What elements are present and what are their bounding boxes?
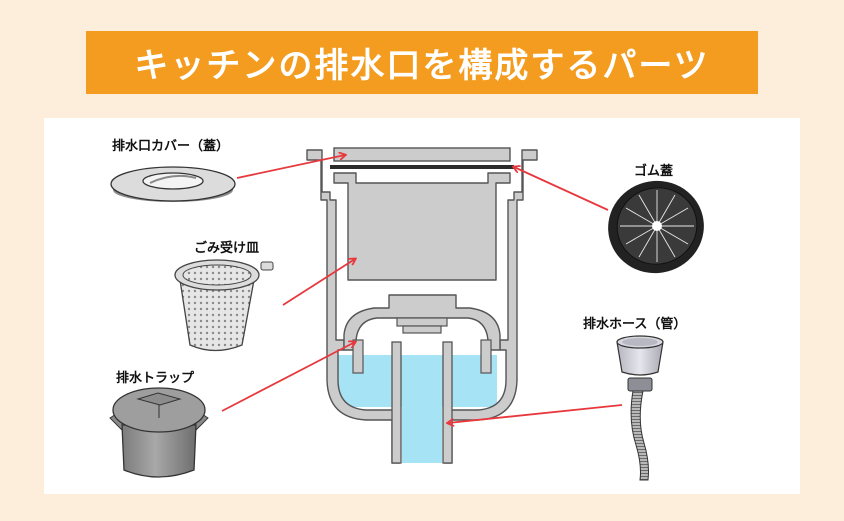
pointer-arrows: [221, 155, 623, 423]
drain-trap-icon: [109, 387, 209, 478]
title-banner: キッチンの排水口を構成するパーツ: [86, 31, 758, 94]
label-drain-cover: 排水口カバー（蓋）: [112, 139, 230, 154]
trap-section: [343, 294, 501, 351]
rubber-seal-section: [330, 165, 514, 169]
arrow-cover: [236, 155, 345, 179]
label-drain-trap: 排水トラップ: [116, 371, 195, 386]
water-fill: [402, 355, 442, 463]
basket-section: [333, 172, 511, 281]
arrow-basket: [282, 259, 355, 306]
drain-cross-section: [306, 147, 538, 464]
arrow-hose: [448, 404, 623, 423]
drain-hose-icon: [616, 335, 664, 481]
rubber-lid-icon: [608, 180, 704, 274]
arrow-rubber-lid: [514, 167, 609, 211]
label-drain-hose: 排水ホース（管）: [583, 317, 687, 332]
drain-cover-icon: [110, 166, 236, 202]
label-rubber-lid: ゴム蓋: [634, 164, 674, 179]
cover-section: [333, 147, 511, 162]
label-strainer-basket: ごみ受け皿: [194, 241, 260, 256]
arrow-trap: [221, 342, 355, 412]
page-title: キッチンの排水口を構成するパーツ: [134, 46, 710, 86]
strainer-basket-icon: [174, 259, 274, 352]
